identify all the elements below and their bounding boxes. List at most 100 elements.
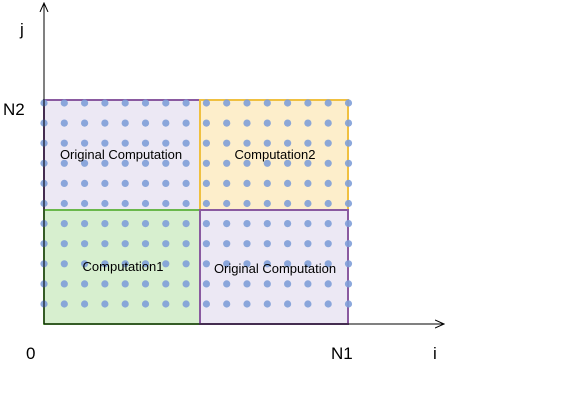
iteration-point xyxy=(202,139,210,147)
iteration-point xyxy=(141,260,150,268)
iteration-point xyxy=(141,280,150,288)
iteration-point xyxy=(223,300,231,308)
iteration-point xyxy=(223,119,231,127)
iteration-point xyxy=(182,199,190,208)
iteration-point xyxy=(141,199,150,208)
iteration-point xyxy=(121,119,129,127)
iteration-point xyxy=(182,139,190,147)
iteration-point xyxy=(81,260,89,268)
iteration-point xyxy=(182,240,190,248)
iteration-point xyxy=(162,300,170,308)
iteration-point xyxy=(141,139,150,147)
iteration-point xyxy=(263,240,271,248)
iteration-point xyxy=(81,99,89,107)
iteration-point xyxy=(121,199,129,208)
iteration-point xyxy=(60,240,68,248)
iteration-point xyxy=(304,220,312,228)
iteration-point xyxy=(324,119,332,127)
y-max-label: N2 xyxy=(3,100,25,119)
iteration-point xyxy=(284,159,292,167)
iteration-point xyxy=(284,119,292,127)
y-axis-label: j xyxy=(19,20,24,39)
iteration-point xyxy=(243,220,251,228)
iteration-point xyxy=(101,139,109,147)
iteration-point xyxy=(121,300,129,308)
iteration-point xyxy=(304,99,312,107)
iteration-point xyxy=(344,220,353,228)
iteration-point xyxy=(263,300,271,308)
iteration-point xyxy=(60,300,68,308)
iteration-point xyxy=(284,300,292,308)
region-label-bottom-right: Original Computation xyxy=(214,261,336,276)
iteration-point xyxy=(304,260,312,268)
iteration-point xyxy=(223,280,231,288)
iteration-point xyxy=(243,199,251,208)
iteration-point xyxy=(101,300,109,308)
iteration-point xyxy=(243,159,251,167)
iteration-point xyxy=(162,260,170,268)
iteration-point xyxy=(121,260,129,268)
iteration-point xyxy=(263,260,271,268)
iteration-point xyxy=(101,240,109,248)
iteration-point xyxy=(223,139,231,147)
iteration-point xyxy=(284,139,292,147)
x-max-label: N1 xyxy=(331,344,353,363)
iteration-point xyxy=(324,240,332,248)
iteration-point xyxy=(81,119,89,127)
iteration-point xyxy=(141,159,150,167)
iteration-point xyxy=(141,99,150,107)
iteration-point xyxy=(141,119,150,127)
iteration-point xyxy=(60,139,68,147)
iteration-point xyxy=(202,179,210,187)
iteration-point xyxy=(344,179,353,187)
iteration-point xyxy=(60,280,68,288)
region-label-top-right: Computation2 xyxy=(235,147,316,162)
x-axis-label: i xyxy=(433,344,437,363)
iteration-point xyxy=(101,199,109,208)
iteration-point xyxy=(182,119,190,127)
iteration-point xyxy=(101,179,109,187)
iteration-point xyxy=(284,280,292,288)
iteration-point xyxy=(304,139,312,147)
iteration-point xyxy=(60,119,68,127)
iteration-point xyxy=(324,99,332,107)
iteration-point xyxy=(324,159,332,167)
iteration-point xyxy=(202,119,210,127)
iteration-point xyxy=(243,240,251,248)
iteration-point xyxy=(223,220,231,228)
iteration-point xyxy=(304,280,312,288)
iteration-point xyxy=(182,260,190,268)
iteration-point xyxy=(162,139,170,147)
iteration-point xyxy=(223,199,231,208)
iteration-point xyxy=(202,300,210,308)
region-label-bottom-left: Computation1 xyxy=(83,259,164,274)
iteration-point xyxy=(81,179,89,187)
iteration-point xyxy=(60,199,68,208)
iteration-point xyxy=(284,260,292,268)
iteration-point xyxy=(344,119,353,127)
iteration-point xyxy=(141,300,150,308)
iteration-point xyxy=(284,220,292,228)
iteration-point xyxy=(162,119,170,127)
iteration-point xyxy=(344,260,353,268)
iteration-point xyxy=(81,220,89,228)
iteration-point xyxy=(162,179,170,187)
iteration-point xyxy=(182,220,190,228)
iteration-point xyxy=(121,159,129,167)
iteration-point xyxy=(202,99,210,107)
iteration-point xyxy=(101,280,109,288)
iteration-point xyxy=(263,119,271,127)
iteration-point xyxy=(121,240,129,248)
iteration-point xyxy=(263,99,271,107)
iteration-point xyxy=(243,260,251,268)
iteration-point xyxy=(60,179,68,187)
iteration-point xyxy=(223,179,231,187)
iteration-point xyxy=(202,159,210,167)
iteration-point xyxy=(182,280,190,288)
iteration-point xyxy=(263,220,271,228)
iteration-point xyxy=(324,139,332,147)
iteration-point xyxy=(81,139,89,147)
iteration-point xyxy=(182,99,190,107)
iteration-point xyxy=(344,280,353,288)
